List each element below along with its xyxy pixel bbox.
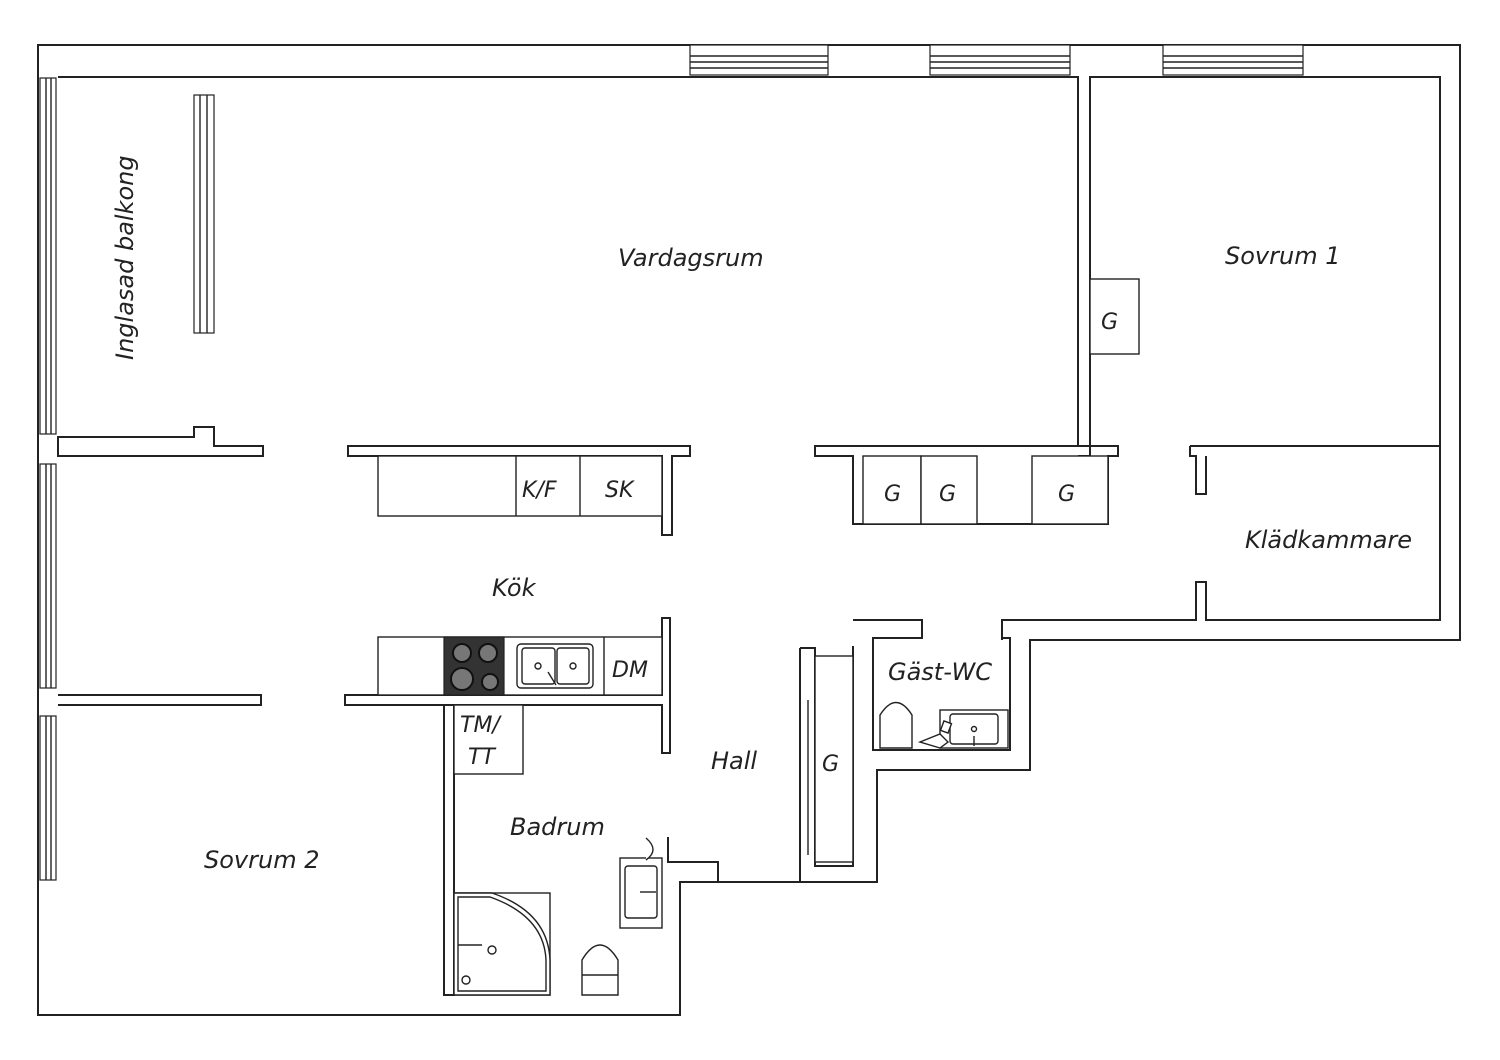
- bathroom-toilet-icon: [581, 944, 619, 996]
- guest-wc-toilet-icon: [879, 701, 913, 749]
- stove-icon: [443, 636, 505, 696]
- label-fridge-freezer: K/F: [522, 478, 557, 503]
- label-washer-line1: TM/: [460, 713, 502, 738]
- top-window-3: [1162, 44, 1304, 76]
- room-label-hall: Hall: [711, 747, 757, 775]
- left-window-1: [39, 77, 57, 435]
- label-wardrobe-3: G: [1058, 482, 1075, 507]
- top-window-2: [929, 44, 1071, 76]
- room-label-bedroom1: Sovrum 1: [1225, 242, 1340, 270]
- bedroom2-top-wall: [58, 694, 262, 706]
- label-washer-line2: TT: [468, 745, 496, 770]
- kitchen-upper-counter: [377, 455, 663, 517]
- room-label-kitchen: Kök: [492, 574, 537, 602]
- label-dishwasher: DM: [612, 658, 648, 683]
- balcony-wall: [57, 426, 264, 457]
- outer-wall: [37, 44, 1461, 1016]
- walkin-door-jamb: [1189, 446, 1207, 495]
- balcony-glazing: [193, 94, 215, 334]
- room-label-walkin: Klädkammare: [1245, 526, 1412, 554]
- hall-wardrobe: [807, 655, 854, 863]
- kitchen-sink-icon: [516, 643, 594, 689]
- walkin-wall: [1001, 445, 1441, 640]
- room-label-balcony: Inglasad balkong: [111, 155, 139, 360]
- room-label-bathroom: Badrum: [510, 813, 605, 841]
- left-window-3: [39, 715, 57, 881]
- room-label-living: Vardagsrum: [618, 244, 764, 272]
- label-wardrobe-1: G: [884, 482, 901, 507]
- corridor-wardrobes: [862, 455, 1109, 525]
- top-window-1: [689, 44, 829, 76]
- washer-dryer: [453, 704, 524, 775]
- label-wardrobe-hall: G: [822, 752, 839, 777]
- shower-icon: [453, 892, 551, 996]
- label-wardrobe-2: G: [939, 482, 956, 507]
- room-label-guest-wc: Gäst-WC: [888, 658, 992, 686]
- guest-wc-wall: [853, 619, 1011, 751]
- bedroom1-wardrobe: [1089, 278, 1140, 355]
- room-label-bedroom2: Sovrum 2: [204, 846, 319, 874]
- bathroom-sink-icon: [619, 837, 663, 929]
- bedroom1-bottom-wall: [1078, 446, 1091, 457]
- label-wardrobe-bedroom1: G: [1101, 310, 1118, 335]
- bedroom2-right-wall: [443, 704, 455, 996]
- left-window-2: [39, 463, 57, 689]
- guest-wc-sink-icon: [917, 709, 1009, 749]
- label-cabinet: SK: [605, 478, 635, 503]
